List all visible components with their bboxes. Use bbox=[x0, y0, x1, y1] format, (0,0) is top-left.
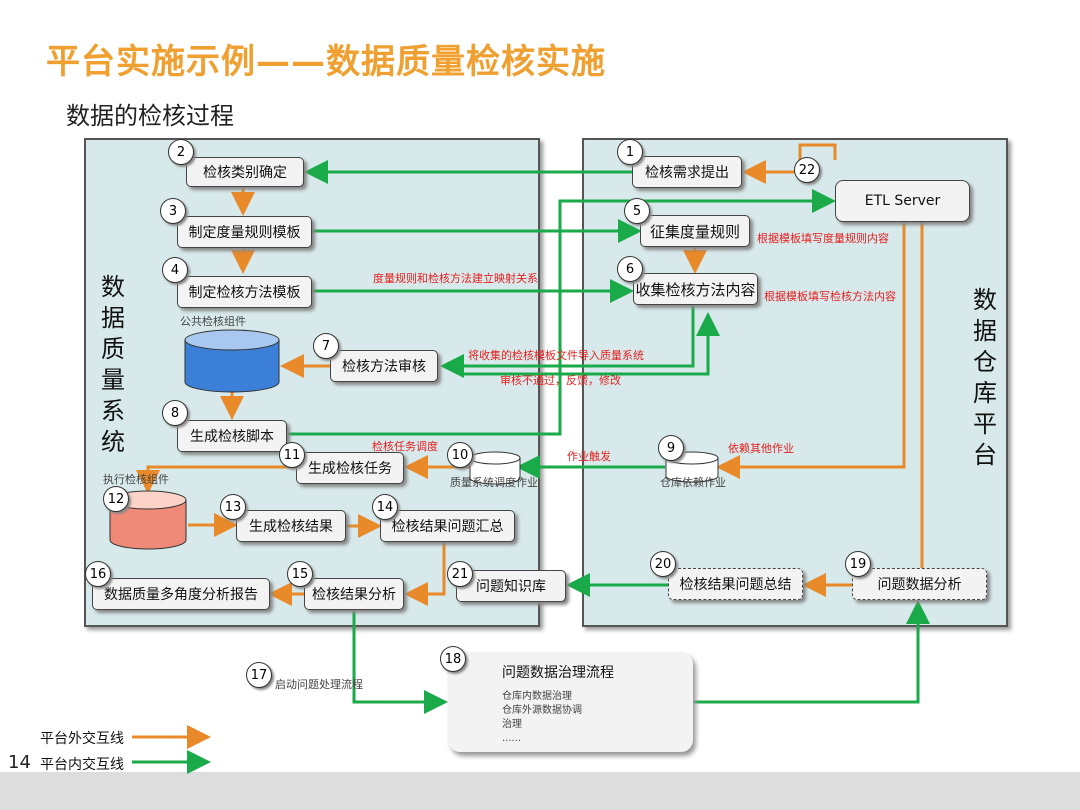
db-execute-component bbox=[109, 490, 187, 550]
arrow-etl-9 bbox=[716, 222, 906, 479]
quality-system-label: 数据质量系统 bbox=[101, 273, 125, 456]
step-18-number: 18 bbox=[440, 646, 466, 672]
step-18-line: 治理 bbox=[502, 719, 522, 730]
legend-internal: 平台内交互线 bbox=[40, 757, 124, 773]
step-7-number: 7 bbox=[313, 333, 339, 359]
arrow-7-6-reject bbox=[460, 312, 720, 376]
step-21-box[interactable]: 问题知识库 bbox=[456, 570, 566, 602]
annotation-trigger: 作业触发 bbox=[567, 450, 611, 463]
step-16-box[interactable]: 数据质量多角度分析报告 bbox=[92, 578, 270, 610]
step-8-number: 8 bbox=[162, 400, 188, 426]
step-11-number: 11 bbox=[279, 442, 305, 468]
footer-band bbox=[0, 772, 1080, 810]
step-5-box[interactable]: 征集度量规则 bbox=[640, 215, 750, 247]
step-18-line: 仓库内数据治理 bbox=[502, 691, 572, 702]
annotation-depend: 依赖其他作业 bbox=[728, 442, 794, 455]
etl-server-box[interactable]: ETL Server bbox=[835, 180, 970, 222]
step-10-label: 质量系统调度作业 bbox=[450, 476, 538, 489]
annotation-mapping: 度量规则和检核方法建立映射关系 bbox=[373, 272, 538, 285]
step-10-number: 10 bbox=[447, 442, 473, 468]
annotation-reject: 审核不通过，反馈，修改 bbox=[500, 374, 621, 387]
arrow-11-12 bbox=[136, 465, 296, 494]
step-3-number: 3 bbox=[160, 198, 186, 224]
annotation-schedule: 检核任务调度 bbox=[372, 440, 438, 453]
step-11-box[interactable]: 生成检核任务 bbox=[296, 452, 404, 484]
step-6-number: 6 bbox=[617, 256, 643, 282]
step-21-number: 21 bbox=[447, 561, 473, 587]
page-number: 14 bbox=[8, 752, 31, 773]
step-18-line: ...... bbox=[502, 733, 522, 744]
legend-external: 平台外交互线 bbox=[40, 731, 124, 747]
annotation-fill-rules: 根据模板填写度量规则内容 bbox=[757, 232, 889, 245]
step-13-number: 13 bbox=[220, 494, 246, 520]
arrow-6-7 bbox=[440, 306, 695, 378]
step-14-number: 14 bbox=[372, 494, 398, 520]
page-title: 平台实施示例——数据质量检核实施 bbox=[46, 42, 606, 82]
step-17-number: 17 bbox=[246, 662, 272, 688]
annotation-import: 将收集的检核模板文件导入质量系统 bbox=[468, 349, 644, 362]
step-18-line: 仓库外源数据协调 bbox=[502, 705, 582, 716]
step-8-box[interactable]: 生成检核脚本 bbox=[177, 420, 287, 452]
step-18-title: 问题数据治理流程 bbox=[502, 665, 614, 681]
step-2-number: 2 bbox=[168, 139, 194, 165]
arrow-18-19 bbox=[693, 600, 930, 704]
step-22-number: 22 bbox=[794, 157, 820, 183]
step-15-box[interactable]: 检核结果分析 bbox=[304, 578, 404, 610]
step-13-box[interactable]: 生成检核结果 bbox=[236, 510, 346, 542]
step-4-number: 4 bbox=[162, 257, 188, 283]
page-subtitle: 数据的检核过程 bbox=[66, 102, 234, 130]
arrow-15-18 bbox=[352, 610, 448, 714]
step-3-box[interactable]: 制定度量规则模板 bbox=[177, 216, 312, 248]
step-1-number: 1 bbox=[617, 139, 643, 165]
step-19-box[interactable]: 问题数据分析 bbox=[852, 568, 987, 600]
annotation-fill-methods: 根据模板填写检核方法内容 bbox=[764, 290, 896, 303]
step-16-number: 16 bbox=[85, 561, 111, 587]
step-20-number: 20 bbox=[650, 551, 676, 577]
step-18-box[interactable]: 问题数据治理流程 仓库内数据治理 仓库外源数据协调 治理 ...... bbox=[448, 652, 693, 752]
step-1-box[interactable]: 检核需求提出 bbox=[632, 156, 742, 188]
step-14-box[interactable]: 检核结果问题汇总 bbox=[380, 510, 515, 542]
step-12-number: 12 bbox=[103, 486, 129, 512]
arrow-14-15 bbox=[404, 543, 446, 606]
db-quality-schedule bbox=[469, 451, 521, 485]
step-9-number: 9 bbox=[658, 435, 684, 461]
step-17-label: 启动问题处理流程 bbox=[275, 678, 363, 691]
arrow-etl-1 bbox=[742, 143, 837, 184]
step-9-label: 仓库依赖作业 bbox=[660, 476, 726, 489]
step-12-label: 执行检核组件 bbox=[103, 473, 169, 486]
common-component-label: 公共检核组件 bbox=[180, 315, 246, 328]
warehouse-platform-label: 数据仓库平台 bbox=[973, 286, 997, 469]
step-2-box[interactable]: 检核类别确定 bbox=[186, 157, 304, 187]
step-15-number: 15 bbox=[287, 561, 313, 587]
step-6-box[interactable]: 收集检核方法内容 bbox=[633, 273, 758, 305]
step-20-box[interactable]: 检核结果问题总结 bbox=[668, 568, 803, 600]
db-quality-common bbox=[184, 329, 280, 393]
step-19-number: 19 bbox=[845, 551, 871, 577]
step-7-box[interactable]: 检核方法审核 bbox=[330, 350, 438, 382]
arrow-8-etl bbox=[288, 189, 836, 436]
step-5-number: 5 bbox=[624, 198, 650, 224]
step-4-box[interactable]: 制定检核方法模板 bbox=[177, 276, 312, 308]
